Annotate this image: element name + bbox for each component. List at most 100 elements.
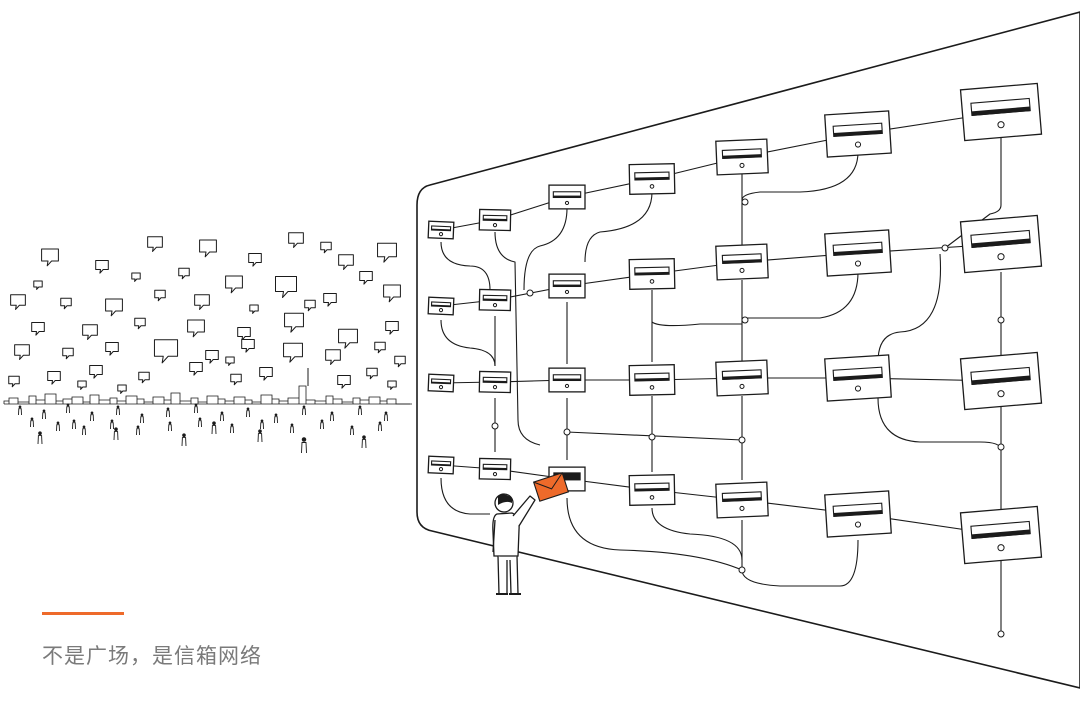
person-icon (274, 413, 278, 424)
speech-bubble-icon (8, 375, 20, 388)
caption-text: 不是广场，是信箱网络 (42, 644, 262, 668)
network-node (738, 436, 746, 444)
mailbox-icon (824, 354, 892, 402)
speech-bubble-icon (41, 248, 59, 267)
speech-bubble-icon (259, 367, 273, 381)
speech-bubble-icon (338, 254, 354, 270)
network-node (997, 443, 1005, 451)
person-icon (56, 421, 60, 432)
speech-bubble-icon (138, 371, 150, 384)
speech-bubble-icon (147, 236, 163, 252)
mailbox-wall (416, 11, 1080, 689)
person-icon (384, 411, 388, 422)
wall-outline (416, 11, 1080, 689)
person-icon (90, 411, 94, 422)
speech-bubble-icon (225, 356, 235, 366)
person-icon (301, 437, 307, 454)
speech-bubble-icon (275, 276, 297, 298)
speech-bubble-icon (194, 294, 210, 310)
person-icon (246, 407, 250, 418)
mailbox-icon (478, 457, 512, 481)
envelope-icon (532, 472, 570, 502)
speech-bubble-icon (82, 324, 98, 340)
mailbox-icon (427, 220, 455, 240)
person-icon (18, 405, 22, 416)
mailbox-icon (548, 184, 586, 210)
speech-bubble-icon (283, 342, 303, 363)
person-icon (168, 421, 172, 432)
speech-bubble-icon (225, 275, 243, 294)
speech-bubble-icon (14, 344, 30, 360)
mailbox-icon (628, 258, 676, 290)
speech-bubble-icon (60, 297, 72, 310)
person-icon (140, 413, 144, 424)
network-link (584, 191, 653, 263)
speech-bubble-icon (248, 253, 262, 267)
speech-bubble-icon (105, 342, 119, 356)
person-icon (166, 407, 170, 418)
speech-bubble-icon (249, 304, 259, 314)
network-node (526, 289, 534, 297)
speech-bubble-icon (374, 341, 386, 354)
mailbox-icon (548, 273, 586, 299)
mailbox-icon (427, 373, 455, 393)
speech-bubble-icon (31, 322, 45, 336)
network-link (440, 477, 490, 515)
caption-accent-rule (42, 612, 124, 615)
network-node (741, 316, 749, 324)
speech-bubble-icon (284, 312, 304, 333)
mailbox-icon (478, 208, 512, 232)
network-link (944, 130, 1002, 249)
speech-bubble-icon (154, 289, 166, 302)
person-icon (290, 423, 294, 434)
mailbox-icon (628, 474, 676, 506)
person-icon (350, 425, 354, 436)
network-node (563, 428, 571, 436)
speech-bubble-icon (189, 362, 203, 376)
network-node (491, 422, 499, 430)
mailbox-icon (715, 138, 769, 176)
person-icon (378, 421, 382, 432)
person-icon (302, 405, 306, 416)
person-icon (37, 431, 43, 445)
person-hair (498, 494, 512, 505)
speech-bubble-icon (288, 232, 304, 248)
network-link (741, 520, 859, 587)
person-icon (220, 411, 224, 422)
mailbox-icon (959, 82, 1043, 142)
mailbox-icon (715, 243, 769, 281)
speech-bubble-icon (366, 367, 378, 380)
person-icon (136, 425, 140, 436)
speech-bubble-icon (237, 327, 251, 341)
speech-bubble-icon (394, 355, 406, 368)
mailbox-grid (427, 82, 1043, 565)
mailbox-icon (478, 370, 512, 394)
person-raised-arm (512, 495, 536, 527)
speech-bubble-icon (359, 271, 373, 285)
person-icon (30, 417, 34, 428)
mailbox-icon (715, 481, 769, 519)
network-link (494, 231, 541, 446)
network-link (651, 321, 742, 327)
speech-bubble-icon (385, 321, 399, 335)
mailbox-icon (959, 505, 1043, 565)
speech-bubble-icon (199, 239, 217, 258)
network-node (997, 316, 1005, 324)
mailbox-icon (628, 364, 676, 396)
person-icon (330, 411, 334, 422)
speech-bubble-icon (241, 339, 255, 353)
mailbox-icon (959, 214, 1043, 274)
network-link (741, 151, 859, 201)
person-icon (194, 403, 198, 414)
speech-bubble-icon (377, 242, 397, 263)
person-icon (42, 409, 46, 420)
network-link (742, 271, 859, 319)
speech-bubble-icon (95, 260, 109, 274)
mailbox-icon (427, 455, 455, 475)
mailbox-icon (628, 163, 676, 195)
city-skyline (3, 385, 410, 405)
speech-bubble-icon (178, 267, 190, 280)
mailbox-icon (824, 110, 892, 158)
mailbox-icon (959, 351, 1043, 411)
speech-bubble-icon (77, 380, 87, 390)
